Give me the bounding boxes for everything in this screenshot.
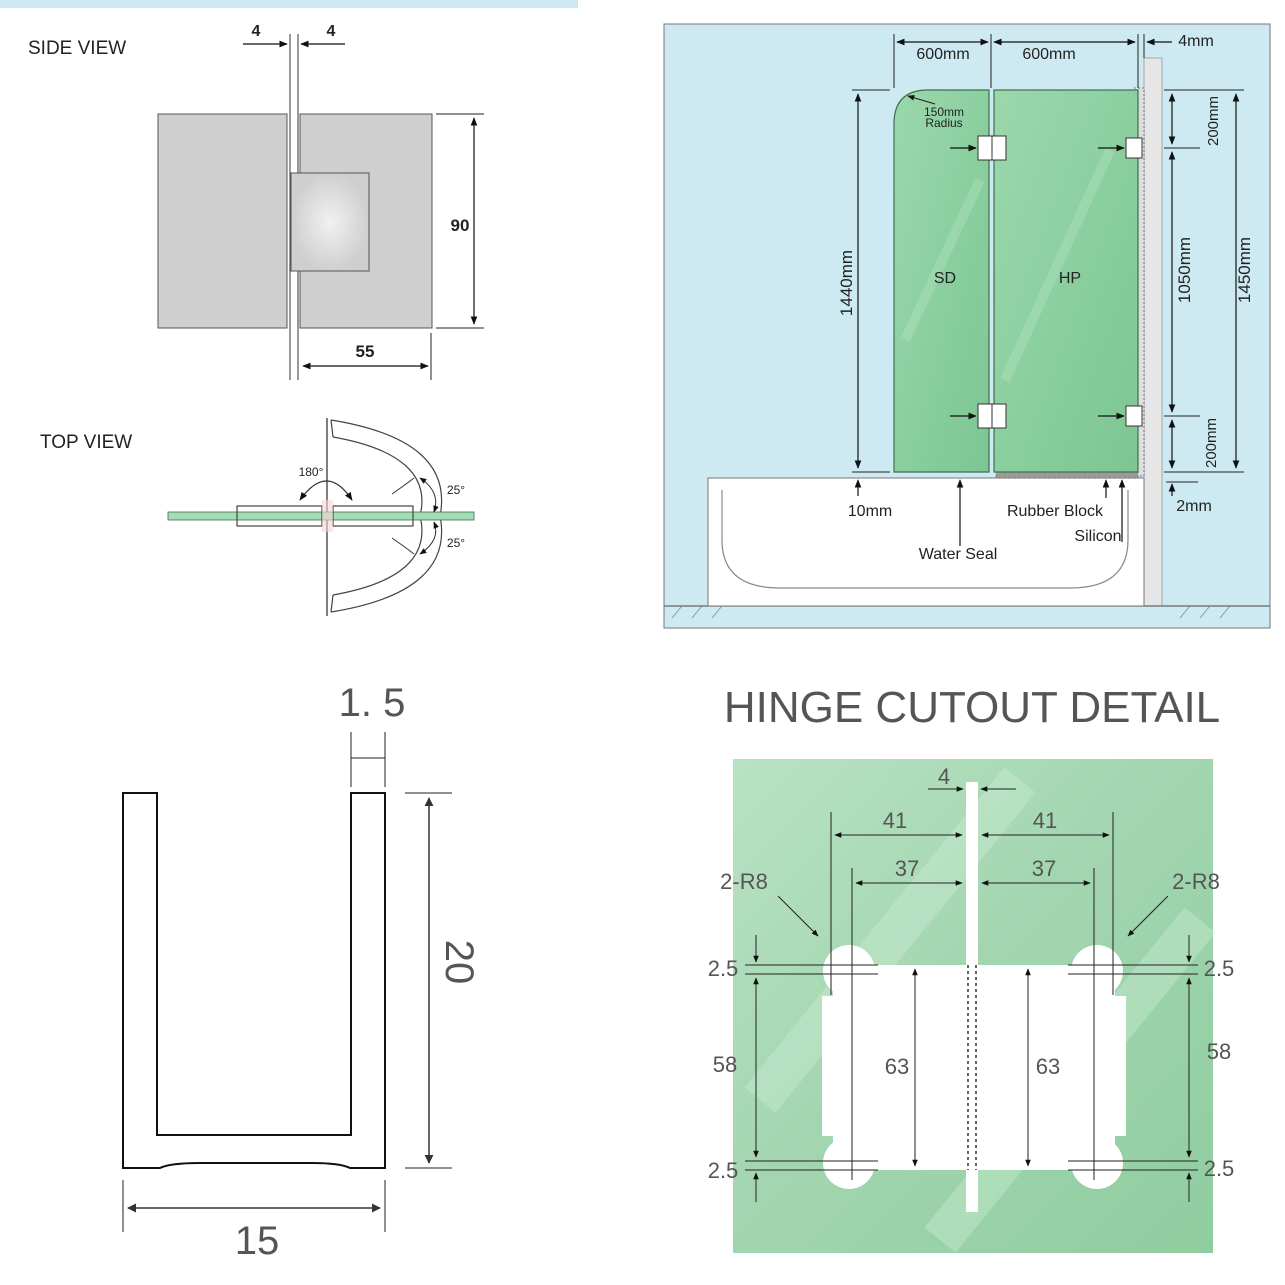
panel-hp-label: HP: [1059, 270, 1081, 287]
hinge-wall-bottom: [1125, 405, 1143, 427]
hinge-cutout-panel: HINGE CUTOUT DETAIL 4 41 41 37: [708, 683, 1235, 1253]
top-view-glass: [167, 511, 475, 521]
top-offset-label: 200mm: [1205, 96, 1222, 146]
side-view-panel: SIDE VIEW 4 4 90 55: [0, 0, 578, 380]
side-width-label: 55: [356, 342, 375, 361]
silicon-label: Silicon: [1074, 528, 1121, 545]
u-thickness-label: 1. 5: [339, 681, 406, 725]
angle-top-label: 25°: [447, 483, 465, 497]
corner-radius-tl: [823, 945, 875, 997]
cutout-centre-gap: [966, 782, 978, 1212]
width-left-label: 600mm: [916, 46, 969, 63]
height-inner-left-label: 63: [885, 1054, 909, 1079]
corner-radius-tr: [1071, 945, 1123, 997]
water-seal-label: Water Seal: [919, 546, 998, 563]
radius-word-label: Radius: [925, 116, 962, 130]
side-height-label: 90: [451, 216, 470, 235]
bottom-gap-label: 10mm: [848, 503, 892, 520]
u-height-label: 20: [437, 940, 481, 985]
outer-right-label: 41: [1033, 808, 1057, 833]
wall-height-label: 1450mm: [1235, 237, 1254, 303]
radius-right-label: 2-R8: [1172, 869, 1220, 894]
bathtub: [707, 477, 1145, 607]
hinge-span-label: 1050mm: [1175, 237, 1194, 303]
offset-tl-label: 2.5: [708, 956, 739, 981]
screen-elevation-panel: SD HP 150mm Radius 600mm 600mm 4mm 1440m…: [644, 8, 1285, 652]
offset-tr-label: 2.5: [1204, 956, 1235, 981]
offset-br-label: 2.5: [1204, 1156, 1235, 1181]
glass-panel-sd: [893, 89, 990, 473]
u-channel-panel: 1. 5 20 15: [122, 681, 481, 1263]
hinge-plate-left: [157, 113, 288, 329]
wall-gap-label: 4mm: [1178, 33, 1214, 50]
side-view-title: SIDE VIEW: [28, 38, 126, 59]
corner-radius-bl: [823, 1137, 875, 1189]
cutout-title: HINGE CUTOUT DETAIL: [724, 683, 1220, 732]
hinge-barrel: [290, 172, 370, 272]
side-wall: [1143, 57, 1163, 607]
base-gap-label: 2mm: [1176, 498, 1212, 515]
width-right-label: 600mm: [1022, 46, 1075, 63]
rubber-block-label: Rubber Block: [1007, 503, 1104, 520]
inner-left-label: 37: [895, 856, 919, 881]
height-inner-right-label: 63: [1036, 1054, 1060, 1079]
cutout-gap-label: 4: [938, 764, 950, 789]
angle-bottom-label: 25°: [447, 536, 465, 550]
top-view-title: TOP VIEW: [40, 432, 132, 453]
rotation-label: 180°: [299, 465, 324, 479]
glass-panel-hp: [993, 89, 1139, 473]
panel-sd-label: SD: [934, 270, 956, 287]
top-accent-bar: [0, 0, 578, 8]
bottom-offset-label: 200mm: [1203, 418, 1220, 468]
height-outer-left-label: 58: [713, 1052, 737, 1077]
top-view-panel: TOP VIEW 180° 25° 25°: [40, 418, 475, 616]
u-width-label: 15: [235, 1219, 280, 1263]
side-gap-left-label: 4: [252, 23, 261, 40]
inner-right-label: 37: [1032, 856, 1056, 881]
radius-left-label: 2-R8: [720, 869, 768, 894]
height-total-label: 1440mm: [837, 250, 856, 316]
height-outer-right-label: 58: [1207, 1039, 1231, 1064]
rubber-block-strip: [995, 471, 1139, 479]
side-gap-right-label: 4: [327, 23, 336, 40]
radius-value-label: 150mm: [924, 105, 964, 119]
offset-bl-label: 2.5: [708, 1158, 739, 1183]
corner-radius-br: [1071, 1137, 1123, 1189]
hinge-wall-top: [1125, 137, 1143, 159]
u-channel-profile: [122, 792, 386, 1169]
outer-left-label: 41: [883, 808, 907, 833]
